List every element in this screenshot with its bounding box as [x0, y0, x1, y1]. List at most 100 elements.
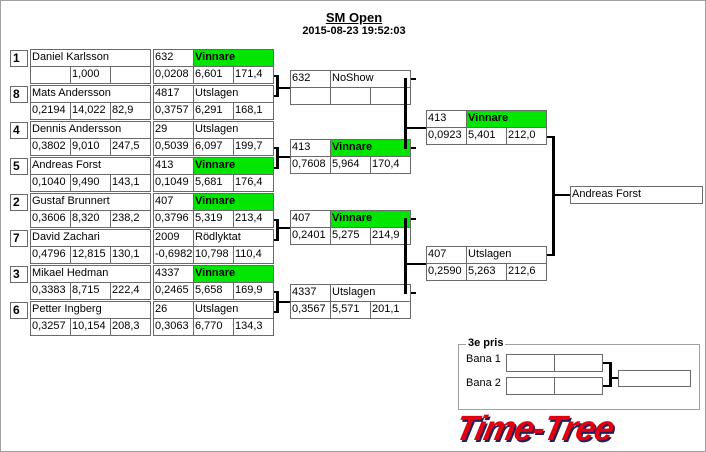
- round2-result-stat: 0,7608: [290, 156, 331, 174]
- lane-1-cell: [554, 354, 603, 372]
- round1-result-stat: 169,9: [233, 282, 274, 300]
- round1-result-stat: 6,097: [193, 138, 234, 156]
- racer-stat: 1,000: [70, 66, 111, 84]
- connector-line: [404, 218, 407, 294]
- lane-1-label: Bana 1: [466, 353, 501, 365]
- seed-number: 2: [10, 194, 28, 211]
- racer-stat: 238,2: [110, 210, 151, 228]
- racer-stat: 130,1: [110, 246, 151, 264]
- round1-result-stat: 0,3063: [153, 318, 194, 336]
- round2-result-status: Vinnare: [330, 139, 411, 157]
- round1-result-status: Vinnare: [193, 265, 274, 283]
- racer-name[interactable]: Petter Ingberg: [30, 301, 151, 319]
- connector-line: [547, 136, 554, 138]
- round1-result-id: 29: [153, 121, 194, 139]
- round3-result-id: 413: [426, 110, 467, 128]
- round2-result-id: 4337: [290, 284, 331, 302]
- racer-name[interactable]: Gustaf Brunnert: [30, 193, 151, 211]
- round2-result-id: 632: [290, 70, 331, 88]
- round2-result-stat: 170,4: [370, 156, 411, 174]
- racer-stat: 0,3802: [30, 138, 71, 156]
- seed-number: 6: [10, 302, 28, 319]
- round1-result-stat: 6,770: [193, 318, 234, 336]
- round3-result-id: 407: [426, 246, 467, 264]
- round1-result-stat: 0,2465: [153, 282, 194, 300]
- racer-stat: 143,1: [110, 174, 151, 192]
- round2-result-stat: 5,964: [330, 156, 371, 174]
- racer-name[interactable]: David Zachari: [30, 229, 151, 247]
- connector-line: [411, 147, 416, 149]
- round1-result-stat: 134,3: [233, 318, 274, 336]
- connector-line: [611, 377, 618, 379]
- racer-stat: [30, 66, 71, 84]
- connector-line: [547, 254, 554, 256]
- round2-result-stat: 5,275: [330, 227, 371, 245]
- round1-result-stat: 0,0208: [153, 66, 194, 84]
- racer-stat: 0,4796: [30, 246, 71, 264]
- seed-number: 7: [10, 230, 28, 247]
- round1-result-stat: 5,681: [193, 174, 234, 192]
- racer-stat: 14,022: [70, 102, 111, 120]
- round1-result-stat: 6,291: [193, 102, 234, 120]
- racer-stat: 9,490: [70, 174, 111, 192]
- third-place-group: [458, 344, 700, 410]
- lane-2-cell: [554, 377, 603, 395]
- connector-line: [411, 292, 416, 294]
- connector-line: [404, 78, 407, 149]
- racer-stat: 8,320: [70, 210, 111, 228]
- round1-result-status: Vinnare: [193, 157, 274, 175]
- round1-result-stat: 171,4: [233, 66, 274, 84]
- lane-2-cell: [506, 377, 555, 395]
- round1-result-id: 407: [153, 193, 194, 211]
- round3-result-stat: 212,6: [506, 263, 547, 281]
- connector-line: [276, 147, 279, 169]
- round2-result-id: 413: [290, 139, 331, 157]
- round1-result-stat: 0,5039: [153, 138, 194, 156]
- round2-result-status: Utslagen: [330, 284, 411, 302]
- round1-result-stat: -0,6982: [153, 246, 194, 264]
- round1-result-id: 26: [153, 301, 194, 319]
- connector-line: [552, 136, 555, 256]
- connector-line: [554, 194, 570, 196]
- connector-line: [406, 127, 426, 129]
- final-winner: Andreas Forst: [570, 186, 703, 204]
- round3-result-status: Vinnare: [466, 110, 547, 128]
- connector-line: [406, 263, 426, 265]
- round1-result-stat: 5,319: [193, 210, 234, 228]
- connector-line: [276, 219, 279, 241]
- racer-stat: 0,3383: [30, 282, 71, 300]
- round1-result-status: Utslagen: [193, 85, 274, 103]
- racer-stat: 222,4: [110, 282, 151, 300]
- seed-number: 1: [10, 50, 28, 67]
- round2-result-stat: 214,9: [370, 227, 411, 245]
- racer-name[interactable]: Mats Andersson: [30, 85, 151, 103]
- round3-result-stat: 0,0923: [426, 127, 467, 145]
- lane-2-label: Bana 2: [466, 377, 501, 389]
- round1-result-stat: 199,7: [233, 138, 274, 156]
- racer-name[interactable]: Daniel Karlsson: [30, 49, 151, 67]
- time-tree-logo: Time-Tree: [451, 409, 618, 448]
- racer-name[interactable]: Mikael Hedman: [30, 265, 151, 283]
- round1-result-id: 2009: [153, 229, 194, 247]
- racer-stat: 208,3: [110, 318, 151, 336]
- racer-stat: 82,9: [110, 102, 151, 120]
- racer-name[interactable]: Dennis Andersson: [30, 121, 151, 139]
- racer-stat: 247,5: [110, 138, 151, 156]
- round1-result-stat: 176,4: [233, 174, 274, 192]
- racer-stat: 0,2194: [30, 102, 71, 120]
- racer-name[interactable]: Andreas Forst: [30, 157, 151, 175]
- racer-stat: 8,715: [70, 282, 111, 300]
- connector-line: [609, 362, 612, 387]
- round3-result-stat: 212,0: [506, 127, 547, 145]
- round2-result-status: Vinnare: [330, 210, 411, 228]
- connector-line: [411, 218, 416, 220]
- round2-result-status: NoShow: [330, 70, 411, 88]
- round1-result-status: Utslagen: [193, 301, 274, 319]
- round1-result-stat: 110,4: [233, 246, 274, 264]
- round3-result-stat: 5,263: [466, 263, 507, 281]
- round1-result-status: Rödlyktat: [193, 229, 274, 247]
- racer-stat: 0,1040: [30, 174, 71, 192]
- round1-result-id: 413: [153, 157, 194, 175]
- connector-line: [603, 362, 611, 364]
